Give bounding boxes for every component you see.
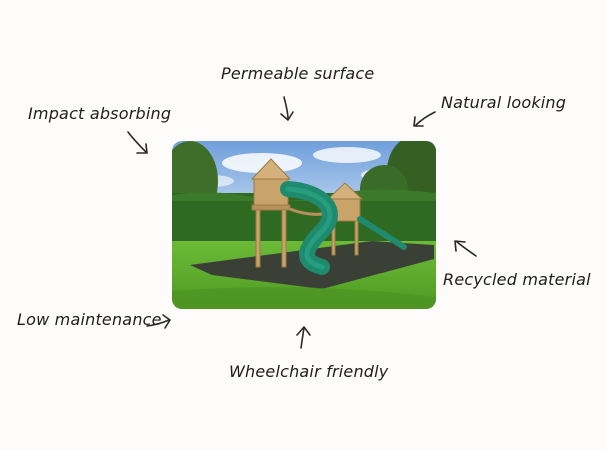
- arrow-icon: [454, 240, 477, 257]
- label-low-maintenance: Low maintenance: [17, 310, 162, 329]
- label-wheelchair-friendly: Wheelchair friendly: [229, 362, 389, 381]
- arrow-icon: [280, 96, 294, 121]
- label-recycled-material: Recycled material: [443, 270, 591, 289]
- arrow-icon: [413, 111, 436, 127]
- arrow-icon: [146, 314, 171, 329]
- arrow-icon: [296, 326, 311, 349]
- label-permeable-surface: Permeable surface: [221, 64, 375, 83]
- label-impact-absorbing: Impact absorbing: [28, 104, 172, 123]
- arrow-icon: [127, 131, 148, 154]
- playground-illustration: [172, 141, 436, 309]
- label-natural-looking: Natural looking: [441, 93, 567, 112]
- playground-photo: [172, 141, 436, 309]
